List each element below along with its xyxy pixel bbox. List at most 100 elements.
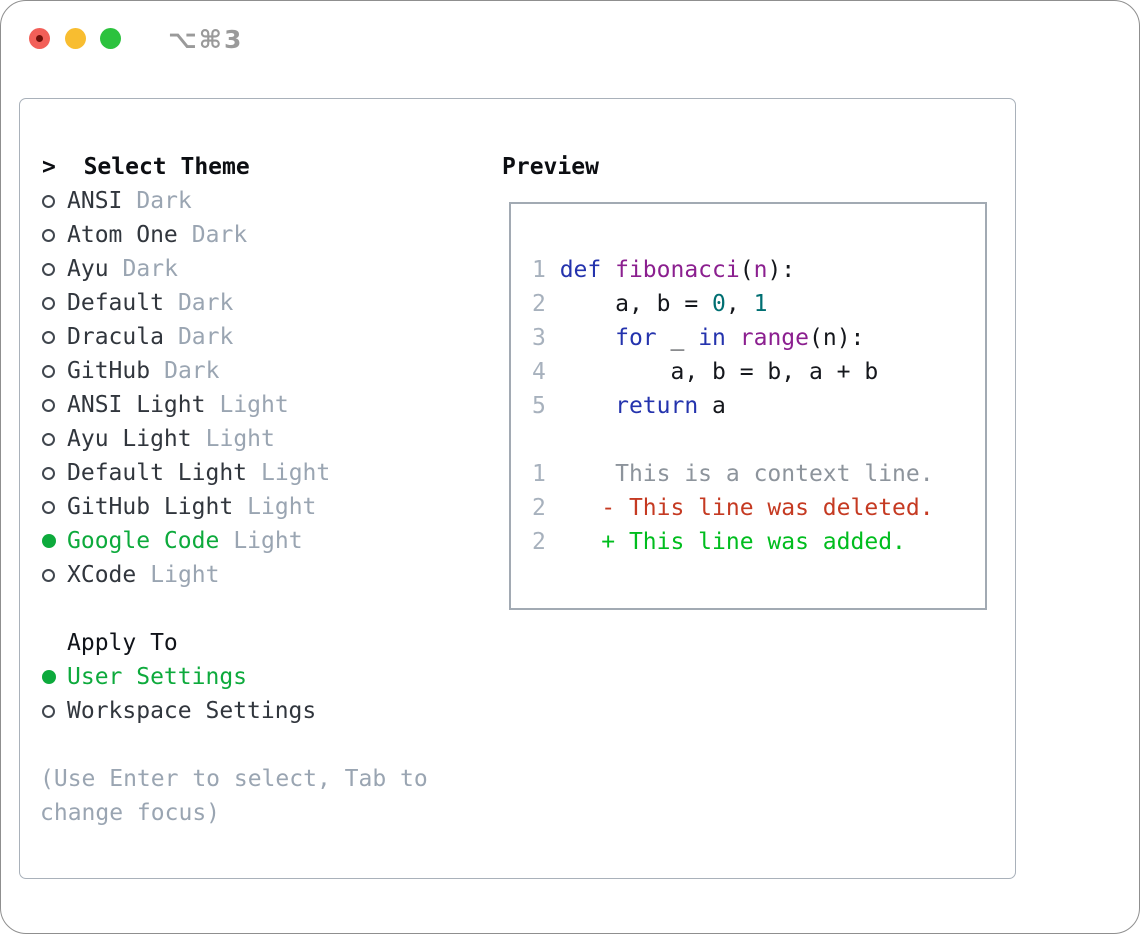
- code-line-1: 1 def fibonacci(n):: [532, 253, 985, 287]
- code-token: a, b =: [559, 291, 713, 317]
- theme-option-xcode-light[interactable]: XCode Light: [42, 558, 492, 592]
- radio-off-icon: [42, 398, 55, 412]
- select-theme-label: Select Theme: [83, 154, 250, 180]
- code-line-5: 5 return a: [532, 389, 985, 423]
- theme-name: Default: [67, 290, 164, 316]
- prompt-icon: >: [42, 154, 56, 180]
- window-title: ⌥⌘3: [168, 25, 244, 54]
- code-token: a, b = b, a + b: [559, 359, 879, 385]
- blank-line: [532, 423, 985, 457]
- code-token: ,: [725, 291, 754, 317]
- code-token: for: [615, 325, 657, 351]
- theme-name: XCode: [67, 562, 137, 588]
- theme-option-default-dark[interactable]: Default Dark: [42, 286, 492, 320]
- theme-name: GitHub: [67, 358, 151, 384]
- preview-box: 1 def fibonacci(n): 2 a, b = 0, 1 3 for …: [509, 202, 987, 610]
- code-token: (n):: [809, 325, 865, 351]
- minimize-traffic-light-icon[interactable]: [65, 28, 86, 49]
- theme-option-dracula-dark[interactable]: Dracula Dark: [42, 320, 492, 354]
- theme-variant: Dark: [177, 324, 234, 350]
- code-token: [726, 325, 740, 351]
- theme-option-ansi-light[interactable]: ANSI Light Light: [42, 388, 492, 422]
- code-token: 2: [532, 529, 560, 555]
- theme-variant: Dark: [177, 290, 234, 316]
- radio-off-icon: [42, 500, 55, 514]
- theme-name: Dracula: [67, 324, 164, 350]
- apply-option-label: Workspace Settings: [67, 698, 317, 724]
- diff-deleted-line: 2 - This line was deleted.: [532, 491, 985, 525]
- radio-off-icon: [42, 568, 55, 582]
- code-token: in: [698, 325, 726, 351]
- radio-off-icon: [42, 296, 55, 310]
- theme-name: ANSI: [67, 188, 123, 214]
- theme-option-github-dark[interactable]: GitHub Dark: [42, 354, 492, 388]
- radio-off-icon: [42, 704, 55, 718]
- code-token: ):: [767, 257, 796, 283]
- theme-name: Atom One: [67, 222, 178, 248]
- radio-off-icon: [42, 228, 55, 242]
- code-token: 1: [532, 257, 560, 283]
- theme-option-ansi-dark[interactable]: ANSI Dark: [42, 184, 492, 218]
- diff-context-line: 1 This is a context line.: [532, 457, 985, 491]
- theme-option-github-light[interactable]: GitHub Light Light: [42, 490, 492, 524]
- code-token: - This line was deleted.: [559, 495, 934, 521]
- diff-added-line: 2 + This line was added.: [532, 525, 985, 559]
- code-token: + This line was added.: [559, 529, 906, 555]
- theme-option-google-code-light[interactable]: Google Code Light: [42, 524, 492, 558]
- radio-off-icon: [42, 466, 55, 480]
- zoom-traffic-light-icon[interactable]: [100, 28, 121, 49]
- theme-name: Ayu: [67, 256, 109, 282]
- theme-variant: Dark: [191, 222, 248, 248]
- theme-option-default-light[interactable]: Default Light Light: [42, 456, 492, 490]
- code-token: 3: [532, 325, 560, 351]
- theme-name: GitHub Light: [67, 494, 234, 520]
- radio-off-icon: [42, 432, 55, 446]
- code-token: range: [739, 325, 809, 351]
- apply-to-header: Apply To: [67, 630, 178, 656]
- close-traffic-light-icon[interactable]: [29, 28, 50, 49]
- apply-option-label: User Settings: [67, 664, 248, 690]
- radio-off-icon: [42, 194, 55, 208]
- code-pane: 1 def fibonacci(n): 2 a, b = 0, 1 3 for …: [511, 204, 985, 559]
- theme-variant: Light: [261, 460, 331, 486]
- apply-option-user-settings[interactable]: User Settings: [42, 660, 492, 694]
- theme-picker-column: > Select Theme ANSI Dark Atom One Dark A…: [40, 150, 492, 830]
- radio-on-icon: [42, 534, 56, 548]
- apply-option-workspace-settings[interactable]: Workspace Settings: [42, 694, 492, 728]
- code-token: def: [559, 257, 616, 283]
- code-token: 1: [753, 291, 768, 317]
- theme-option-atom-one-dark[interactable]: Atom One Dark: [42, 218, 492, 252]
- theme-variant: Light: [247, 494, 317, 520]
- radio-on-icon: [42, 670, 56, 684]
- preview-label: Preview: [502, 154, 599, 180]
- theme-variant: Light: [233, 528, 303, 554]
- code-line-2: 2 a, b = 0, 1: [532, 287, 985, 321]
- select-theme-header: > Select Theme: [42, 150, 492, 184]
- titlebar: ⌥⌘3: [1, 1, 1139, 98]
- theme-option-ayu-light[interactable]: Ayu Light Light: [42, 422, 492, 456]
- theme-variant: Dark: [164, 358, 220, 384]
- theme-name: ANSI Light: [67, 392, 206, 418]
- code-token: This is a context line.: [559, 461, 934, 487]
- theme-variant: Light: [150, 562, 220, 588]
- theme-option-ayu-dark[interactable]: Ayu Dark: [42, 252, 492, 286]
- code-token: a: [698, 393, 726, 419]
- code-line-3: 3 for _ in range(n):: [532, 321, 985, 355]
- code-token: return: [615, 393, 699, 419]
- code-token: [560, 325, 615, 351]
- hint-text: (Use Enter to select, Tab to change focu…: [40, 766, 428, 826]
- code-token: 2: [532, 291, 560, 317]
- code-token: _: [656, 325, 699, 351]
- radio-off-icon: [42, 364, 55, 378]
- radio-off-icon: [42, 330, 55, 344]
- theme-name: Default Light: [67, 460, 248, 486]
- code-token: 1: [532, 461, 560, 487]
- theme-variant: Dark: [136, 188, 192, 214]
- radio-off-icon: [42, 262, 55, 276]
- theme-name: Google Code: [67, 528, 220, 554]
- theme-variant: Light: [205, 426, 275, 452]
- code-token: 2: [532, 495, 560, 521]
- theme-variant: Dark: [122, 256, 178, 282]
- main-panel: > Select Theme ANSI Dark Atom One Dark A…: [19, 98, 1016, 879]
- code-token: 0: [712, 291, 726, 317]
